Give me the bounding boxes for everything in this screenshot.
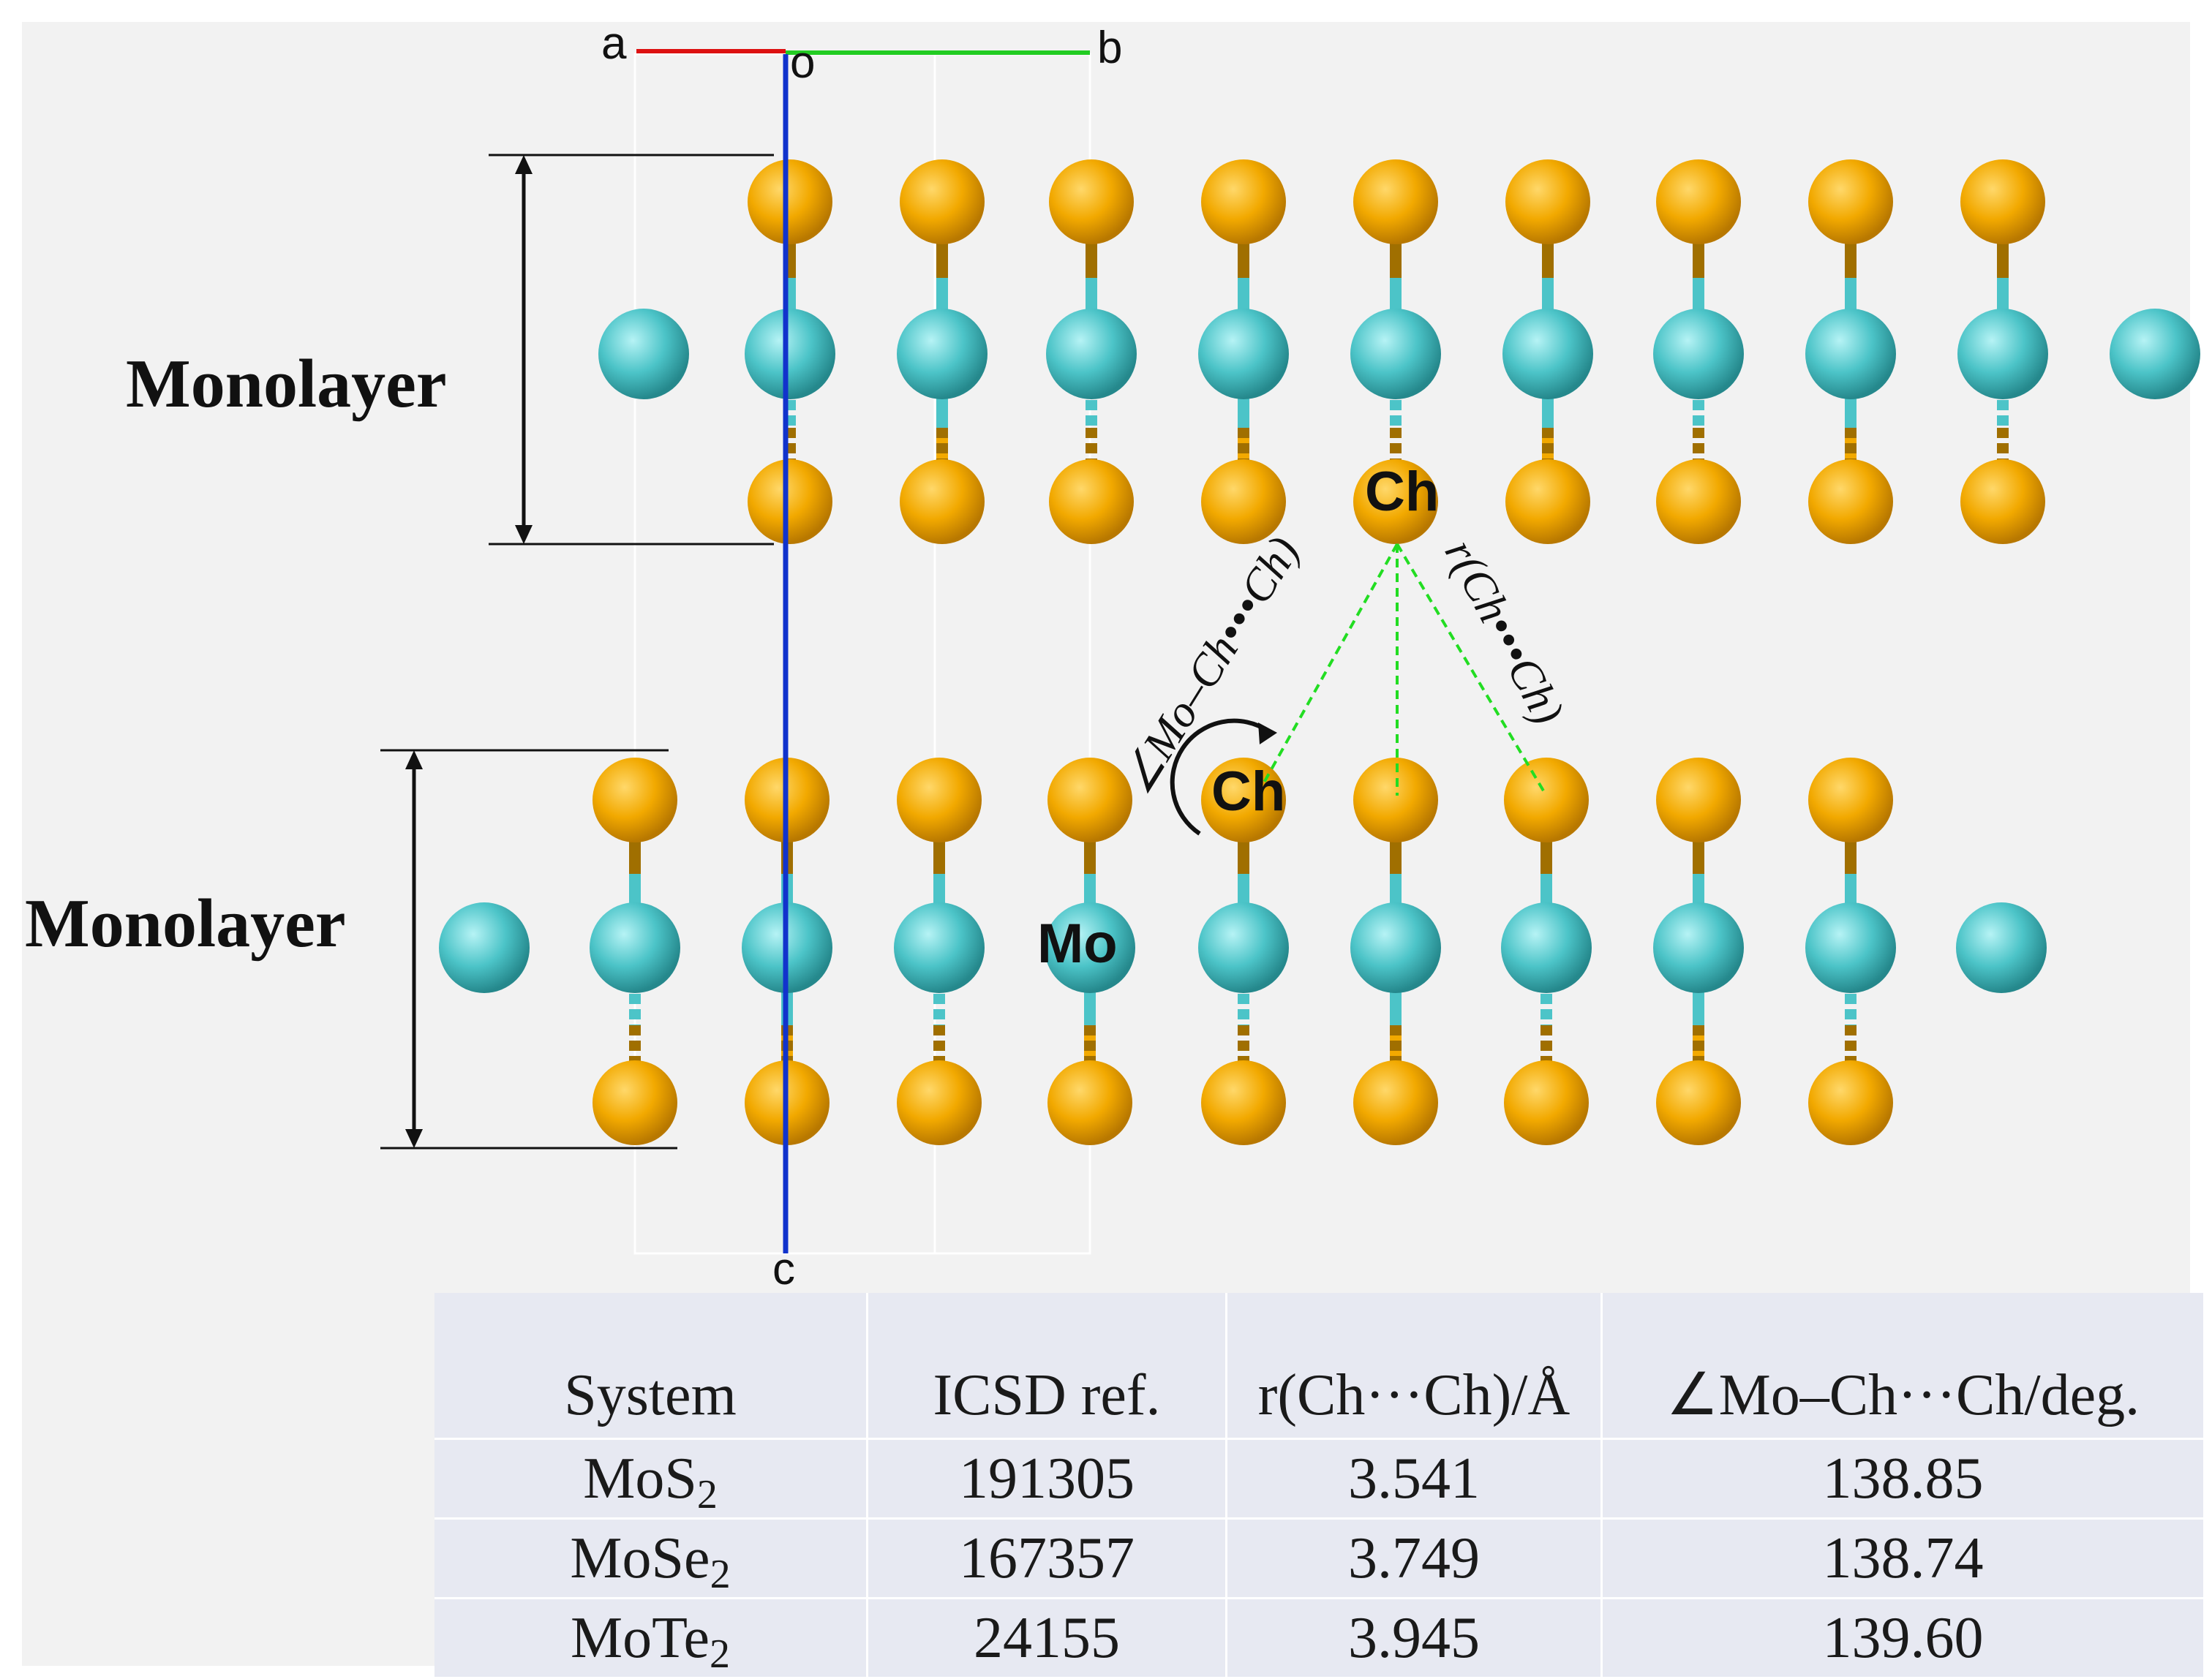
chalcogen-atom: [1201, 459, 1286, 544]
chalcogen-atom: [1353, 159, 1438, 244]
cell-angle: 138.85: [1601, 1438, 2203, 1519]
cell-system: MoS2: [434, 1438, 868, 1519]
chalcogen-atom: [900, 159, 985, 244]
molybdenum-atom: [439, 902, 530, 993]
chalcogen-atom: [1047, 758, 1132, 842]
chalcogen-atom: [1656, 758, 1741, 842]
cell-system: MoTe2: [434, 1597, 868, 1677]
molybdenum-atom: [1805, 902, 1896, 993]
chalcogen-atom: [1656, 1060, 1741, 1145]
header-system: System: [434, 1293, 868, 1439]
molybdenum-atom: [1653, 902, 1744, 993]
atoms: [439, 758, 2047, 1145]
axis-origin-label: o: [790, 37, 815, 88]
molybdenum-atom: [1045, 902, 1135, 993]
cell-icsd: 191305: [867, 1438, 1227, 1519]
chalcogen-atom: [1353, 459, 1438, 544]
chalcogen-atom: [748, 459, 832, 544]
monolayer-top-label: Monolayer: [126, 346, 447, 422]
header-icsd: ICSD ref.: [867, 1293, 1227, 1439]
chalcogen-atom: [897, 758, 982, 842]
cell-system: MoSe2: [434, 1517, 868, 1599]
molybdenum-atom: [897, 309, 988, 399]
monolayer-top-structure: [598, 159, 2200, 544]
data-table: System ICSD ref. r(Ch···Ch)/Å ∠Mo–Ch···C…: [434, 1293, 2203, 1677]
molybdenum-atom: [745, 309, 835, 399]
cell-distance: 3.945: [1226, 1597, 1603, 1677]
chalcogen-atom: [897, 1060, 982, 1145]
chalcogen-atom: [1960, 159, 2045, 244]
axis-b-label: b: [1097, 23, 1122, 73]
cell-angle: 138.74: [1601, 1517, 2203, 1599]
header-distance: r(Ch···Ch)/Å: [1226, 1293, 1603, 1439]
molybdenum-atom: [1956, 902, 2047, 993]
monolayer-bottom-bracket: [380, 749, 677, 1150]
ch-top-label: Ch: [1365, 461, 1439, 523]
chalcogen-atom: [592, 758, 677, 842]
molybdenum-atom: [1350, 309, 1441, 399]
chalcogen-atom: [1656, 159, 1741, 244]
table-row: MoSe2 167357 3.749 138.74: [434, 1517, 2203, 1599]
table-row: MoTe2 24155 3.945 139.60: [434, 1597, 2203, 1677]
chalcogen-atom: [1504, 758, 1589, 842]
cell-distance: 3.541: [1226, 1438, 1603, 1519]
molybdenum-atom: [1805, 309, 1896, 399]
molybdenum-atom: [1198, 309, 1289, 399]
header-angle: ∠Mo–Ch···Ch/deg.: [1666, 1363, 2140, 1427]
chalcogen-atom: [1047, 1060, 1132, 1145]
chalcogen-atom: [1808, 159, 1893, 244]
chalcogen-atom: [592, 1060, 677, 1145]
molybdenum-atom: [2110, 309, 2200, 399]
chalcogen-atom: [1808, 758, 1893, 842]
mo-label: Mo: [1037, 913, 1118, 975]
chalcogen-atom: [1808, 459, 1893, 544]
chalcogen-atom: [1505, 459, 1590, 544]
cell-angle: 139.60: [1601, 1597, 2203, 1677]
chalcogen-atom: [1049, 459, 1134, 544]
axis-a-label: a: [601, 18, 627, 69]
molybdenum-atom: [1198, 902, 1289, 993]
chalcogen-atom: [1504, 1060, 1589, 1145]
molybdenum-atom: [1957, 309, 2048, 399]
molybdenum-atom: [1501, 902, 1592, 993]
ch-bottom-label: Ch: [1211, 761, 1285, 823]
molybdenum-atom: [1046, 309, 1137, 399]
chalcogen-atom: [748, 159, 832, 244]
molybdenum-atom: [1502, 309, 1593, 399]
cell-icsd: 167357: [867, 1517, 1227, 1599]
chalcogen-atom: [1960, 459, 2045, 544]
chalcogen-atom: [1656, 459, 1741, 544]
molybdenum-atom: [590, 902, 680, 993]
chalcogen-atom: [900, 459, 985, 544]
chalcogen-atom: [1201, 159, 1286, 244]
molybdenum-atom: [598, 309, 689, 399]
chalcogen-atom: [1201, 1060, 1286, 1145]
chalcogen-atom: [1049, 159, 1134, 244]
chalcogen-atom: [1808, 1060, 1893, 1145]
molybdenum-atom: [1350, 902, 1441, 993]
monolayer-bottom-label: Monolayer: [25, 886, 346, 962]
table-row: MoS2 191305 3.541 138.85: [434, 1438, 2203, 1519]
molybdenum-atom: [894, 902, 985, 993]
angle-arc-icon: [1170, 718, 1277, 836]
chalcogen-atom: [1353, 1060, 1438, 1145]
molybdenum-atom: [1653, 309, 1744, 399]
chalcogen-atom: [1505, 159, 1590, 244]
axis-c-label: c: [772, 1244, 795, 1294]
atoms: [598, 159, 2200, 544]
cell-icsd: 24155: [867, 1597, 1227, 1677]
cell-axes: a o b c: [601, 18, 1122, 1294]
chalcogen-contacts: [1255, 543, 1548, 797]
chalcogen-atom: [1353, 758, 1438, 842]
table-header-row: System ICSD ref. r(Ch···Ch)/Å ∠Mo–Ch···C…: [434, 1293, 2203, 1439]
monolayer-top-bracket: [489, 154, 774, 546]
cell-distance: 3.749: [1226, 1517, 1603, 1599]
